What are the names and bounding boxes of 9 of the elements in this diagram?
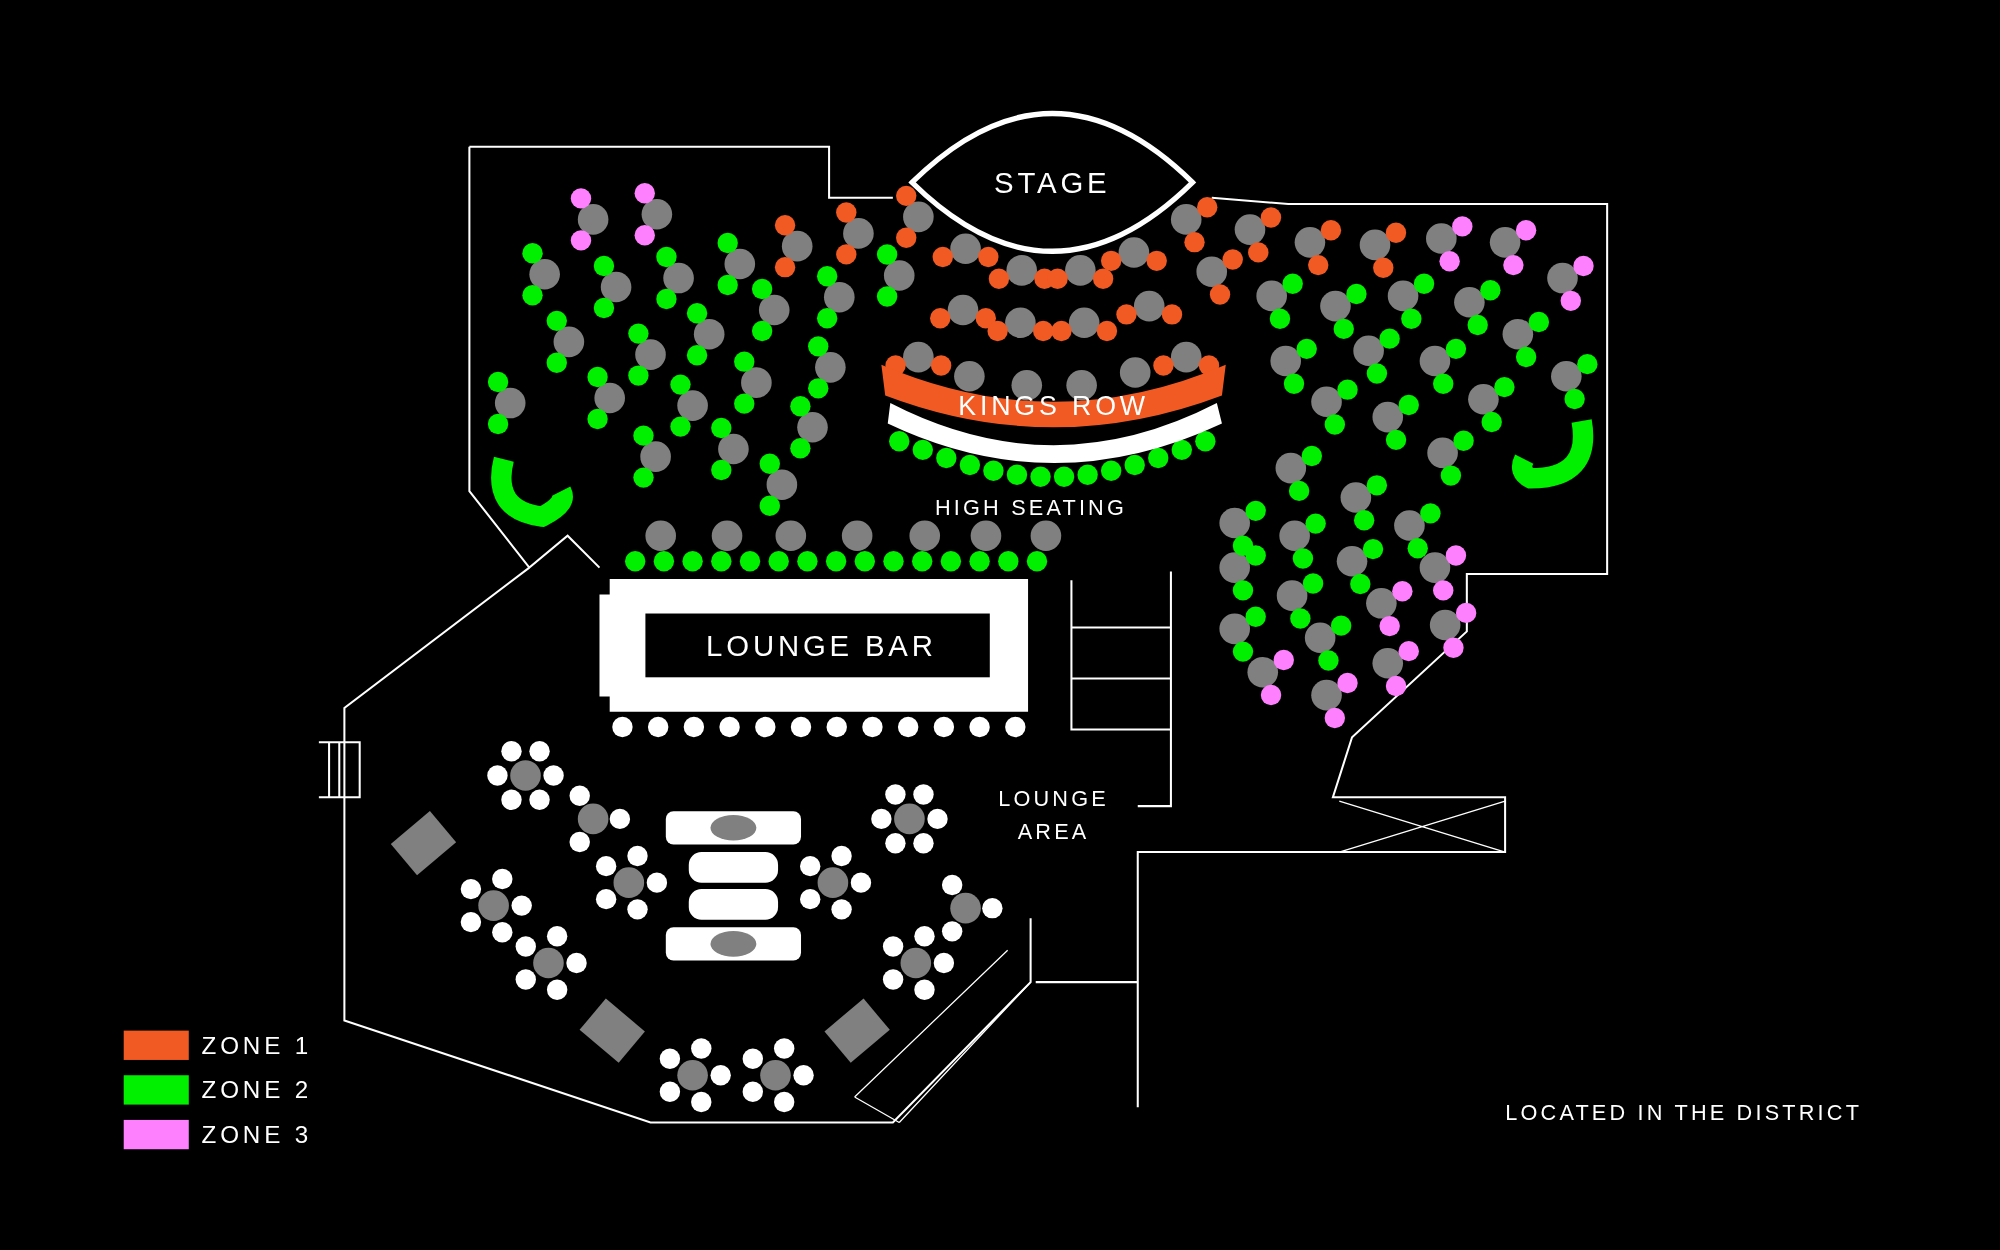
location-note: LOCATED IN THE DISTRICT — [1504, 1099, 1864, 1127]
legend-label: ZONE 2 — [201, 1075, 312, 1104]
legend-label: ZONE 3 — [201, 1120, 312, 1149]
kings-row-label: KINGS ROW — [958, 390, 1149, 421]
lounge-bar-label: LOUNGE BAR — [706, 628, 937, 663]
stage-label: STAGE — [994, 165, 1111, 200]
area-label: HIGH SEATING — [934, 495, 1128, 523]
area-label: LOUNGE AREA — [997, 786, 1110, 847]
legend-label: ZONE 1 — [201, 1031, 312, 1060]
